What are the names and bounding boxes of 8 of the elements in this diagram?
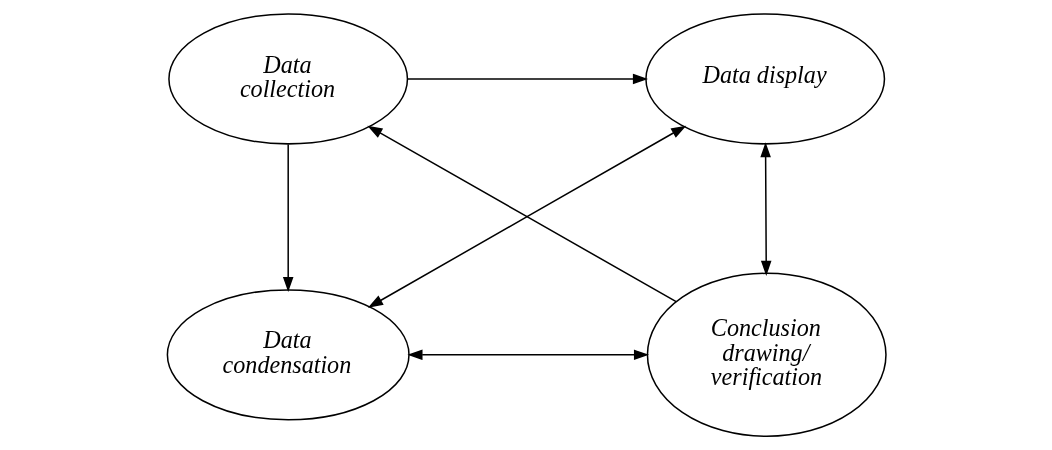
node-ellipse: Data collection — [167, 13, 408, 145]
node-ellipse: Data display — [644, 13, 885, 145]
arrow — [406, 73, 648, 85]
arrow — [759, 142, 771, 276]
node-ellipse: Data condensation — [166, 289, 410, 421]
arrow — [406, 349, 649, 361]
node-ellipse: Conclusion drawing/ verification — [646, 272, 887, 438]
arrow — [282, 143, 293, 293]
